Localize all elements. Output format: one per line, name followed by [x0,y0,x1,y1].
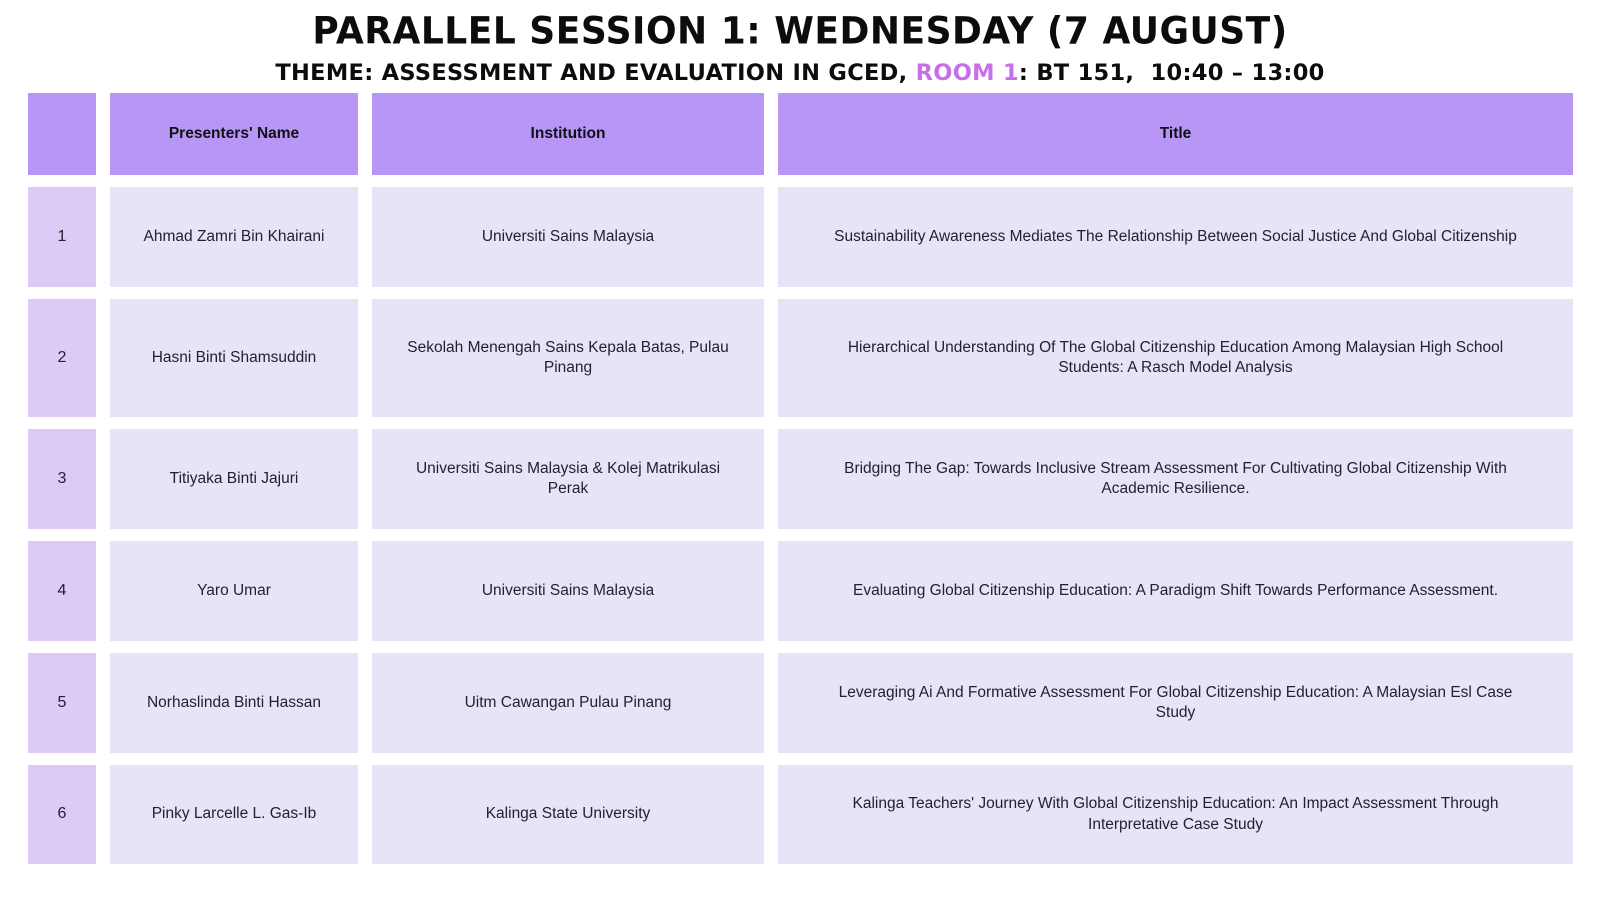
session-title: PARALLEL SESSION 1: WEDNESDAY (7 AUGUST) [312,10,1288,54]
institution-cell: Sekolah Menengah Sains Kepala Batas, Pul… [372,299,764,417]
institution-cell: Uitm Cawangan Pulau Pinang [372,653,764,753]
title-cell: Evaluating Global Citizenship Education:… [778,541,1573,641]
row-number-cell: 2 [28,299,96,417]
presenter-cell: Norhaslinda Binti Hassan [110,653,358,753]
presenter-cell: Yaro Umar [110,541,358,641]
title-cell: Leveraging Ai And Formative Assessment F… [778,653,1573,753]
presenter-cell: Ahmad Zamri Bin Khairani [110,187,358,287]
header-cell-institution: Institution [372,93,764,175]
room-label: ROOM 1 [915,60,1019,86]
subtitle-theme-text: THEME: ASSESSMENT AND EVALUATION IN GCED… [275,60,916,86]
presenter-cell: Hasni Binti Shamsuddin [110,299,358,417]
title-cell: Kalinga Teachers' Journey With Global Ci… [778,765,1573,864]
row-number-cell: 6 [28,765,96,864]
institution-cell: Universiti Sains Malaysia [372,541,764,641]
header-cell-title: Title [778,93,1573,175]
header-cell-number [28,93,96,175]
subtitle-room-details: : BT 151, 10:40 – 13:00 [1018,60,1325,86]
row-number-cell: 1 [28,187,96,287]
page-header: PARALLEL SESSION 1: WEDNESDAY (7 AUGUST)… [0,10,1600,86]
title-cell: Sustainability Awareness Mediates The Re… [778,187,1573,287]
row-number-cell: 5 [28,653,96,753]
session-subtitle: THEME: ASSESSMENT AND EVALUATION IN GCED… [0,60,1600,86]
institution-cell: Kalinga State University [372,765,764,864]
schedule-table: Presenters' Name Institution Title 1 Ahm… [28,93,1573,864]
row-number-cell: 3 [28,429,96,529]
presenter-cell: Titiyaka Binti Jajuri [110,429,358,529]
row-number-cell: 4 [28,541,96,641]
institution-cell: Universiti Sains Malaysia & Kolej Matrik… [372,429,764,529]
header-cell-presenter: Presenters' Name [110,93,358,175]
title-cell: Bridging The Gap: Towards Inclusive Stre… [778,429,1573,529]
presenter-cell: Pinky Larcelle L. Gas-Ib [110,765,358,864]
title-cell: Hierarchical Understanding Of The Global… [778,299,1573,417]
institution-cell: Universiti Sains Malaysia [372,187,764,287]
